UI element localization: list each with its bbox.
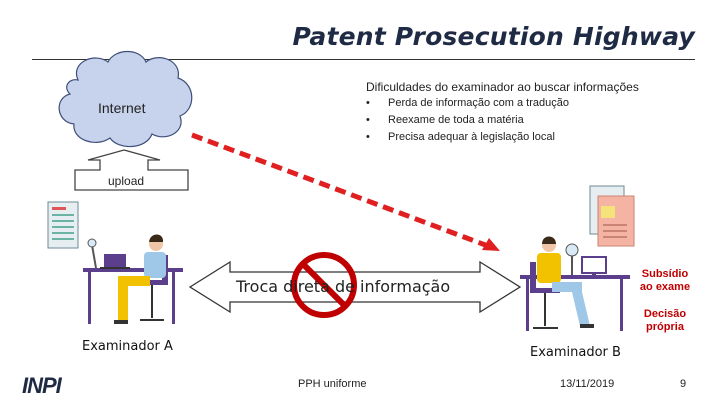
examiner-b-label: Examinador B <box>530 345 621 360</box>
bullet-icon: • <box>366 131 370 143</box>
examiner-a-label: Examinador A <box>82 339 173 354</box>
internet-label: Internet <box>98 100 146 116</box>
internet-cloud <box>58 50 193 148</box>
footer-title: PPH uniforme <box>298 378 367 390</box>
page-number: 9 <box>680 378 687 390</box>
difficulties-heading: Dificuldades do examinador ao buscar inf… <box>366 80 639 94</box>
examiner-b-illustration <box>520 236 630 331</box>
decision-note: Decisão própria <box>643 308 687 333</box>
title-divider <box>32 59 695 60</box>
upload-label: upload <box>108 174 145 188</box>
dashed-arrow <box>191 132 500 251</box>
examiner-a-illustration <box>83 234 183 324</box>
difficulty-item: •Perda de informação com a tradução <box>366 97 569 109</box>
subsidy-note: Subsídio ao exame <box>639 268 691 293</box>
exchange-label: Troca direta de informação <box>236 277 451 296</box>
footer-date: 13/11/2019 <box>560 378 615 390</box>
documents-right-icon <box>589 185 635 247</box>
difficulty-item: •Precisa adequar à legislação local <box>366 131 555 143</box>
difficulty-item: •Reexame de toda a matéria <box>366 114 524 126</box>
prohibited-icon <box>291 252 357 318</box>
bullet-icon: • <box>366 114 370 126</box>
inpi-logo: INPI <box>22 373 64 398</box>
page-title: Patent Prosecution Highway <box>292 22 695 51</box>
upload-arrow <box>74 149 189 191</box>
svg-text:INPI: INPI <box>22 373 63 398</box>
documents-left-icon <box>47 201 79 249</box>
bullet-icon: • <box>366 97 370 109</box>
